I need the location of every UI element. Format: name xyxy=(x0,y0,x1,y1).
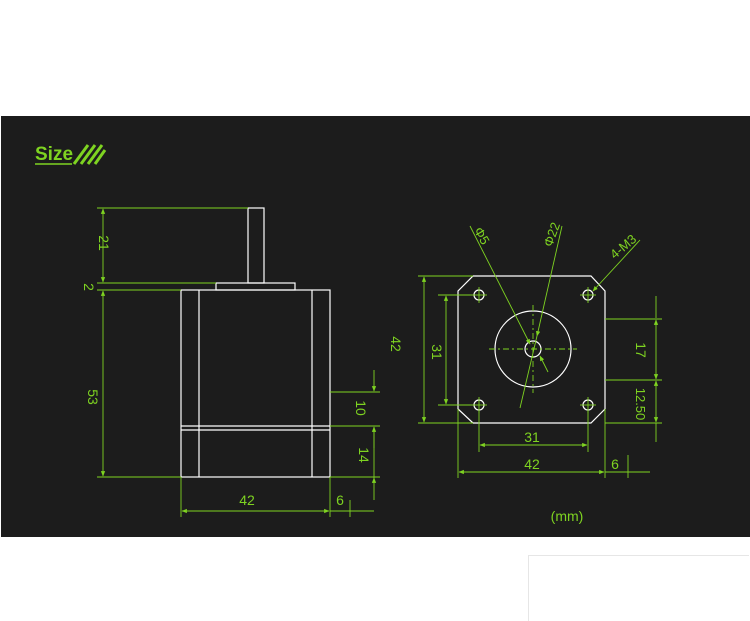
dim-overall-width: 42 xyxy=(524,456,540,472)
dim-lower-segment: 14 xyxy=(356,447,372,463)
dim-hole-spacing-horizontal: 31 xyxy=(524,429,540,445)
dim-hole-spacing-vertical: 31 xyxy=(429,344,445,360)
leader-holes xyxy=(592,239,641,292)
leader-boss-extension xyxy=(519,335,538,409)
dim-right-offset: 6 xyxy=(336,492,344,508)
front-view: Φ5 Φ22 4-M3 42 31 17 12.50 xyxy=(388,220,662,478)
section-title: Size xyxy=(35,144,107,165)
dim-flange-height: 2 xyxy=(81,283,97,291)
front-flange-outline xyxy=(457,275,606,424)
leader-shaft-inner xyxy=(539,355,549,373)
dim-front-right-offset: 6 xyxy=(611,456,619,472)
leader-boss xyxy=(535,225,563,337)
title-slash-icon xyxy=(72,144,107,165)
side-view: 21 2 53 10 14 42 6 xyxy=(81,207,380,517)
side-shaft xyxy=(247,207,265,284)
side-flange xyxy=(215,282,296,291)
dim-body-height: 53 xyxy=(85,389,101,405)
dim-shaft-length: 21 xyxy=(96,235,112,251)
dim-body-width: 42 xyxy=(239,492,255,508)
leader-shaft xyxy=(469,225,531,345)
dim-lower-offset: 12.50 xyxy=(633,388,648,421)
frame-corner xyxy=(528,555,749,621)
dim-upper-offset: 17 xyxy=(633,342,649,358)
dim-overall-height: 42 xyxy=(388,336,404,352)
unit-note: (mm) xyxy=(551,508,584,524)
label-boss-diameter: Φ22 xyxy=(540,220,563,248)
side-body-outline xyxy=(180,289,331,478)
title-text: Size xyxy=(35,144,73,165)
drawing-panel xyxy=(1,116,750,537)
label-mount-holes: 4-M3 xyxy=(607,231,639,262)
dim-upper-segment: 10 xyxy=(353,400,369,416)
label-shaft-diameter: Φ5 xyxy=(471,224,493,247)
